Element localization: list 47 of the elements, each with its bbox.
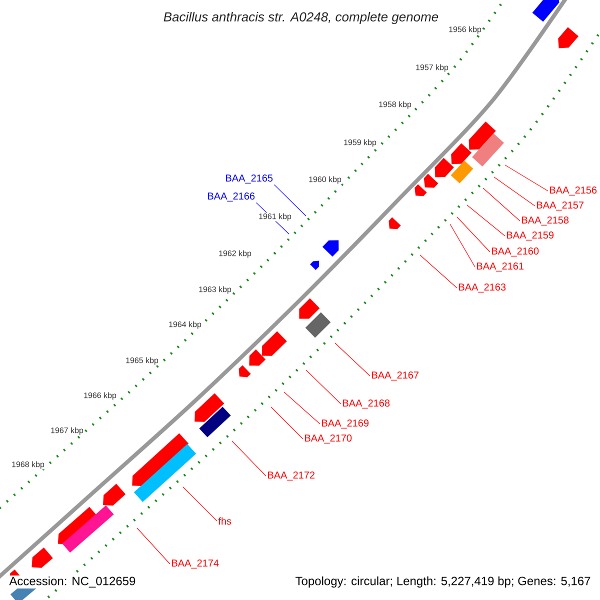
leader-line	[494, 176, 536, 206]
leader-line	[334, 342, 370, 376]
scale-label: 1957 kbp	[415, 64, 449, 72]
gene-label: BAA_2174	[172, 560, 219, 568]
leader-line	[456, 216, 490, 252]
gene-label: BAA_2172	[268, 472, 315, 480]
gene-label: BAA_2168	[343, 400, 390, 408]
footer-text: Topology: circular; Length: 5,227,419 bp; Genes: 5,167	[294, 575, 592, 589]
leader-line	[274, 184, 306, 216]
scale-label: 1959 kbp	[343, 138, 377, 148]
gene-label: BAA_2165	[226, 174, 273, 184]
gene-label: BAA_2163	[459, 284, 506, 292]
leader-line	[466, 204, 506, 236]
scale-label: 1963 kbp	[198, 286, 232, 294]
gene-label: BAA_2161	[477, 262, 524, 272]
scale-label: 1965 kbp	[125, 356, 159, 366]
leader-line	[182, 486, 218, 522]
scale-label: 1956 kbp	[448, 26, 482, 34]
gene-label: BAA_2167	[372, 372, 419, 380]
leader-line	[306, 370, 342, 404]
scale-label: 1967 kbp	[50, 426, 84, 436]
footer-text: Accession: NC_012659	[8, 575, 137, 589]
leader-line	[450, 224, 476, 268]
gene-label: BAA_2156	[550, 186, 597, 196]
scale-label: 1966 kbp	[83, 392, 117, 400]
scale-label: 1961 kbp	[258, 212, 292, 222]
leader-line	[270, 406, 304, 440]
map-title: Bacillus anthracis str. A0248, complete genome	[164, 12, 438, 24]
leader-line	[284, 392, 320, 424]
scale-label: 1958 kbp	[378, 100, 412, 110]
scale-label: 1964 kbp	[168, 320, 202, 330]
scale-label: 1960 kbp	[308, 176, 342, 184]
leader-line	[136, 528, 170, 564]
leader-line	[232, 440, 266, 476]
gene-label: BAA_2157	[537, 202, 584, 210]
leader-line	[420, 254, 458, 288]
leader-line	[504, 164, 548, 192]
leader-line	[482, 188, 520, 222]
scale-label: 1968 kbp	[11, 460, 45, 470]
gene-label: BAA_2170	[305, 434, 352, 444]
gene-label: BAA_2166	[208, 192, 255, 202]
gene-label: BAA_2159	[507, 232, 554, 240]
gene-label: fhs	[218, 517, 232, 525]
gene-label: BAA_2160	[492, 248, 539, 256]
gene-label: BAA_2158	[522, 216, 569, 226]
scale-label: 1962 kbp	[218, 250, 252, 258]
gene-label: BAA_2169	[322, 420, 369, 428]
